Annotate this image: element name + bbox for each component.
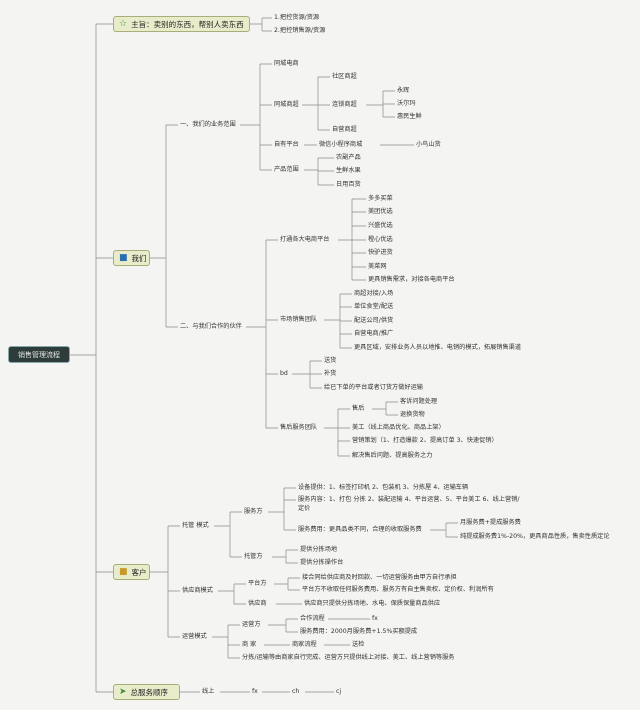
ecom-item-6[interactable]: 美菜网 [368,263,387,270]
merchant[interactable]: 商 家 [242,641,257,648]
us-node[interactable]: ■ 我们 [113,250,150,266]
main-purpose-node[interactable]: ☆ 主旨：卖别的东西，帮别人卖东西 [113,16,250,32]
vendor-detail[interactable]: 供应商只提供分拣场地、水电、保质保量商品供应 [304,600,441,607]
xiaoniao-goods[interactable]: 小鸟山货 [416,141,441,148]
star-icon: ☆ [119,18,128,29]
ops-mode[interactable]: 运营模式 [182,633,207,640]
order-step-3[interactable]: ch [292,688,300,695]
merchant-check[interactable]: 送检 [352,641,365,648]
fee-item-2[interactable]: 纯提成服务费1%-20%，更具商品性质，售卖性质定论 [460,533,610,540]
ops-note[interactable]: 分拣/运输等由商家自行完成、运营方只提供线上对接、美工、线上营销等服务 [242,654,455,661]
after-sales-item-1[interactable]: 客诉问题处理 [400,398,438,405]
after-item-2[interactable]: 营销策划（1、打造爆款 2、提高订单 3、快速促销） [352,437,498,444]
community-market[interactable]: 社区商超 [332,73,357,80]
service-content-cont[interactable]: 定价 [298,505,311,512]
market-item-2[interactable]: 单位食堂/配送 [354,303,394,310]
folder-icon: ■ [119,566,128,577]
ecom-item-4[interactable]: 橙心优选 [368,236,393,243]
market-item-5[interactable]: 更具区域，安排业务人员以地推、电销的模式，拓展销售渠道 [354,344,522,351]
chain-market[interactable]: 连锁商超 [332,101,357,108]
after-sales[interactable]: 售后 [352,405,365,412]
product-item-1[interactable]: 农副产品 [336,154,361,161]
main-child-1[interactable]: 1.把控货源/资源 [274,14,320,21]
chain-item-2[interactable]: 沃尔玛 [397,100,416,107]
partners-node[interactable]: 二、与我们合作的伙伴 [180,323,242,330]
order-step-2[interactable]: fx [252,688,258,695]
market-item-4[interactable]: 自营电商/推广 [354,330,394,337]
chain-item-1[interactable]: 永辉 [397,87,410,94]
service-provider[interactable]: 服务方 [244,508,263,515]
fee-item-1[interactable]: 月服务费+提成服务费 [460,519,521,526]
own-platform[interactable]: 自有平台 [274,141,299,148]
flag-icon: ■ [119,252,128,263]
root-label: 销售管理流程 [18,350,60,359]
after-sales-item-2[interactable]: 退换货物 [400,411,425,418]
product-range[interactable]: 产品范围 [274,166,299,173]
operator-fee[interactable]: 服务费用：2000月服务费+1.5%买额提成 [300,628,418,635]
platform-side[interactable]: 平台方 [248,580,267,587]
customers-label: 客户 [131,567,147,577]
bd-node[interactable]: bd [280,370,288,377]
consigner-item-1[interactable]: 提供分拣场地 [300,546,338,553]
ecom-item-1[interactable]: 多多买菜 [368,195,393,202]
supplier-mode[interactable]: 供应商模式 [182,587,213,594]
consigner[interactable]: 托管方 [244,553,263,560]
hosting-mode[interactable]: 托管 模式 [182,522,209,529]
product-item-2[interactable]: 生鲜水果 [336,167,361,174]
customers-node[interactable]: ■ 客户 [113,564,150,580]
own-market[interactable]: 自营商超 [332,126,357,133]
chain-item-3[interactable]: 惠民生鲜 [397,113,422,120]
platform-item-1[interactable]: 接合同给供应商及时回款、一切运营服务由甲方自行承担 [302,574,457,581]
vendor[interactable]: 供应商 [248,600,267,607]
main-purpose-label: 主旨：卖别的东西，帮别人卖东西 [131,19,244,29]
wechat-mall[interactable]: 微信小程序商城 [319,141,363,148]
service-content[interactable]: 服务内容：1、打包 分拣 2、装配运输 4、平台运营、5、平台美工 6、线上营销… [298,496,520,503]
main-child-2[interactable]: 2.把控销售源/资源 [274,27,326,34]
same-city-biz[interactable]: 同城商超 [274,101,299,108]
merchant-flow[interactable]: 商家流程 [292,641,317,648]
ecom-item-2[interactable]: 美团优选 [368,208,393,215]
same-city-ecom[interactable]: 同城电商 [274,60,299,67]
product-item-3[interactable]: 日用百货 [336,181,361,188]
scope-node[interactable]: 一、我们的业务范围 [180,121,236,128]
market-team[interactable]: 市场销售团队 [280,316,318,323]
order-label: 总服务顺序 [130,687,169,697]
root-node[interactable]: 销售管理流程 [8,346,70,363]
service-equipment[interactable]: 设备提供：1、标签打印机 2、包装机 3、分拣屋 4、运输车辆 [298,484,469,491]
operator[interactable]: 运营方 [242,621,261,628]
coop-flow[interactable]: 合作流程 [300,615,325,622]
order-step-4[interactable]: cj [336,688,342,695]
after-item-3[interactable]: 解决售后问题、提高服务之力 [352,452,433,459]
coop-fx[interactable]: fx [372,615,378,622]
consigner-item-2[interactable]: 提供分拣操作台 [300,559,344,566]
market-item-1[interactable]: 商超对接/入场 [354,290,394,297]
platform-item-2[interactable]: 平台方不收取任何服务费用、服务方有自主售卖权、定价权、利润所有 [302,586,494,593]
order-step-1[interactable]: 线上 [202,688,215,695]
bd-item-2[interactable]: 补货 [324,370,337,377]
ecom-item-5[interactable]: 快驴进货 [368,249,393,256]
us-label: 我们 [131,253,147,263]
ecom-platforms[interactable]: 打通各大电商平台 [280,236,330,243]
market-item-3[interactable]: 配送公司/供货 [354,317,394,324]
bd-item-3[interactable]: 给已下单的平台或者订货方做好运输 [324,384,423,391]
send-icon: ➤ [119,686,127,697]
after-item-1[interactable]: 美工（线上商品优化、商品上架） [352,424,445,431]
after-sales-team[interactable]: 售后服务团队 [280,424,318,431]
order-node[interactable]: ➤ 总服务顺序 [113,684,180,700]
service-fee[interactable]: 服务费用：更具品类不同，合理的收取服务费 [298,526,422,533]
bd-item-1[interactable]: 送货 [324,357,337,364]
ecom-item-7[interactable]: 更具销售需求，对接各电商平台 [368,276,455,283]
ecom-item-3[interactable]: 兴盛优选 [368,222,393,229]
